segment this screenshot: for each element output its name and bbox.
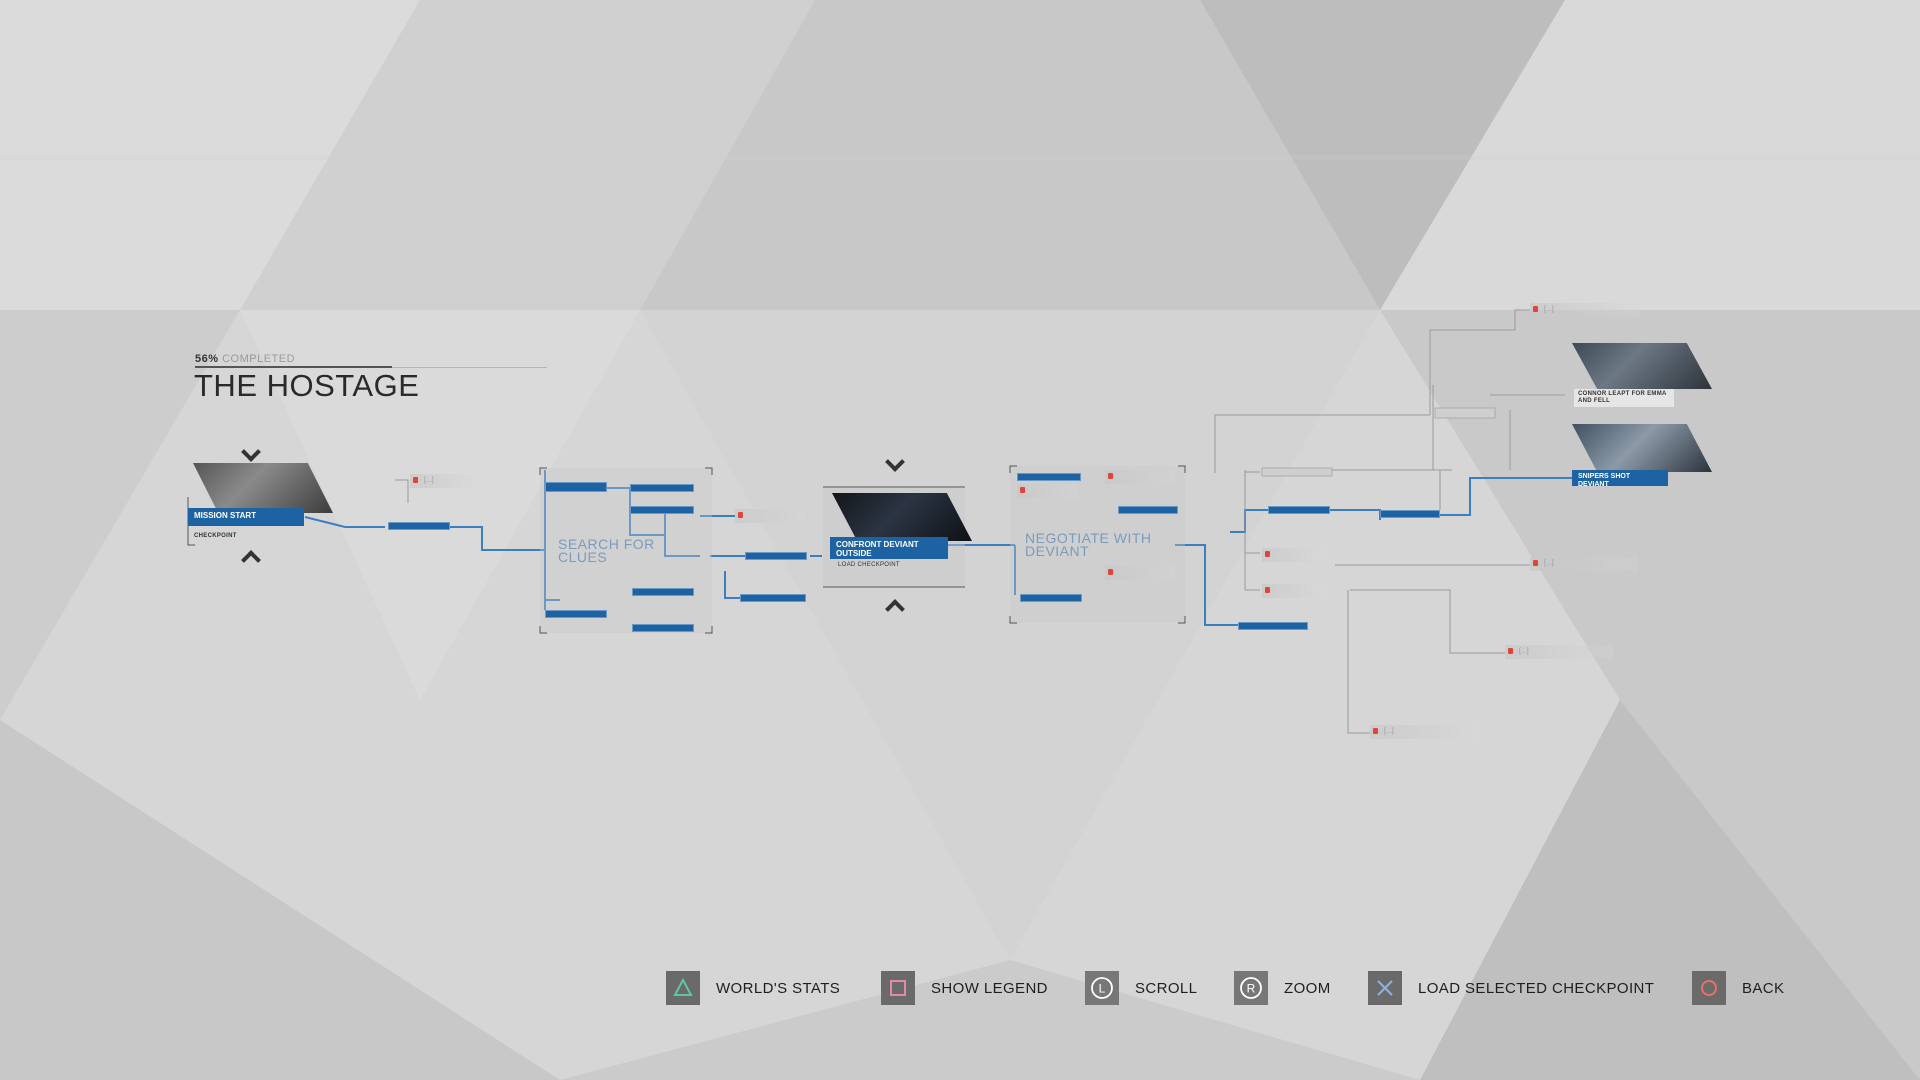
locked-node[interactable]: [...] — [1530, 557, 1638, 571]
worlds-stats-label: WORLD'S STATS — [716, 979, 841, 997]
progress-fill — [195, 366, 392, 368]
load-selected-checkpoint-label: LOAD SELECTED CHECKPOINT — [1418, 979, 1655, 997]
lock-icon — [738, 512, 743, 518]
confront-deviant-thumbnail[interactable] — [832, 493, 972, 541]
locked-node[interactable] — [1105, 566, 1175, 580]
show-legend-button[interactable]: SHOW LEGEND — [881, 971, 1048, 1005]
flow-node[interactable] — [630, 484, 694, 492]
flow-node[interactable] — [1380, 510, 1440, 518]
lock-icon — [1108, 569, 1113, 575]
lock-icon — [1265, 587, 1270, 593]
svg-text:R: R — [1247, 982, 1256, 996]
mission-progress: 56% COMPLETED — [195, 353, 295, 365]
flow-node[interactable] — [745, 552, 807, 560]
locked-node[interactable]: [...] — [1530, 303, 1640, 317]
progress-word: COMPLETED — [222, 353, 296, 365]
triangle-icon — [666, 971, 700, 1005]
show-legend-label: SHOW LEGEND — [931, 979, 1048, 997]
scroll-control[interactable]: L SCROLL — [1085, 971, 1197, 1005]
lock-icon — [1373, 728, 1378, 734]
lock-icon — [1020, 487, 1025, 493]
lock-icon — [413, 477, 418, 483]
cross-icon — [1368, 971, 1402, 1005]
flow-node[interactable] — [1017, 473, 1081, 481]
flow-node[interactable] — [632, 624, 694, 632]
flow-node[interactable] — [1118, 506, 1178, 514]
lock-icon — [1533, 306, 1538, 312]
lock-icon — [1533, 560, 1538, 566]
load-selected-checkpoint-button[interactable]: LOAD SELECTED CHECKPOINT — [1368, 971, 1654, 1005]
locked-node[interactable]: [...] — [1370, 725, 1478, 739]
locked-node[interactable] — [1017, 484, 1077, 498]
snipers-shot-thumbnail[interactable] — [1572, 424, 1712, 472]
locked-node[interactable]: [...] — [1505, 645, 1613, 659]
search-for-clues-label: SEARCH FOR CLUES — [558, 536, 655, 565]
locked-node[interactable] — [1105, 470, 1175, 484]
mission-start-thumbnail[interactable] — [193, 463, 333, 513]
locked-text: [...] — [1544, 306, 1554, 313]
locked-node[interactable] — [1262, 548, 1322, 562]
flow-node[interactable] — [545, 482, 607, 492]
right-stick-icon: R — [1234, 971, 1268, 1005]
svg-text:L: L — [1099, 982, 1106, 996]
connor-leapt-thumbnail[interactable] — [1572, 343, 1712, 389]
flow-node[interactable] — [740, 594, 806, 602]
lock-icon — [1108, 473, 1113, 479]
lock-icon — [1265, 551, 1270, 557]
worlds-stats-button[interactable]: WORLD'S STATS — [666, 971, 840, 1005]
locked-node[interactable] — [735, 509, 805, 523]
flow-node[interactable] — [1238, 622, 1308, 630]
zoom-control[interactable]: R ZOOM — [1234, 971, 1331, 1005]
flow-node[interactable] — [545, 610, 607, 618]
flow-node[interactable] — [632, 588, 694, 596]
confront-deviant-node[interactable]: CONFRONT DEVIANT OUTSIDE — [830, 537, 948, 559]
negotiate-with-deviant-label: NEGOTIATE WITH DEVIANT — [1025, 530, 1152, 559]
locked-text: [...] — [1384, 728, 1394, 735]
checkpoint-label: CHECKPOINT — [194, 533, 237, 539]
locked-node[interactable] — [1262, 584, 1322, 598]
locked-text: [...] — [1519, 648, 1529, 655]
connor-leapt-node[interactable]: CONNOR LEAPT FOR EMMA AND FELL — [1574, 389, 1674, 408]
left-stick-icon: L — [1085, 971, 1119, 1005]
progress-percent: 56% — [195, 353, 219, 365]
flow-node[interactable] — [630, 506, 694, 514]
back-label: BACK — [1742, 979, 1785, 997]
locked-text: [...] — [1544, 560, 1554, 567]
square-icon — [881, 971, 915, 1005]
flow-node[interactable] — [388, 522, 450, 530]
circle-icon — [1692, 971, 1726, 1005]
back-button[interactable]: BACK — [1692, 971, 1784, 1005]
locked-node[interactable]: [...] — [410, 474, 480, 488]
scroll-label: SCROLL — [1135, 979, 1198, 997]
lock-icon — [1508, 648, 1513, 654]
load-checkpoint-label[interactable]: LOAD CHECKPOINT — [838, 562, 900, 568]
snipers-shot-node[interactable]: SNIPERS SHOT DEVIANT — [1572, 470, 1668, 488]
locked-text: [...] — [424, 477, 434, 484]
flow-node[interactable] — [1268, 506, 1330, 514]
page-title: THE HOSTAGE — [194, 368, 420, 403]
mission-start-node[interactable]: MISSION START — [188, 508, 304, 526]
zoom-label: ZOOM — [1284, 979, 1331, 997]
flow-node[interactable] — [1020, 594, 1082, 602]
